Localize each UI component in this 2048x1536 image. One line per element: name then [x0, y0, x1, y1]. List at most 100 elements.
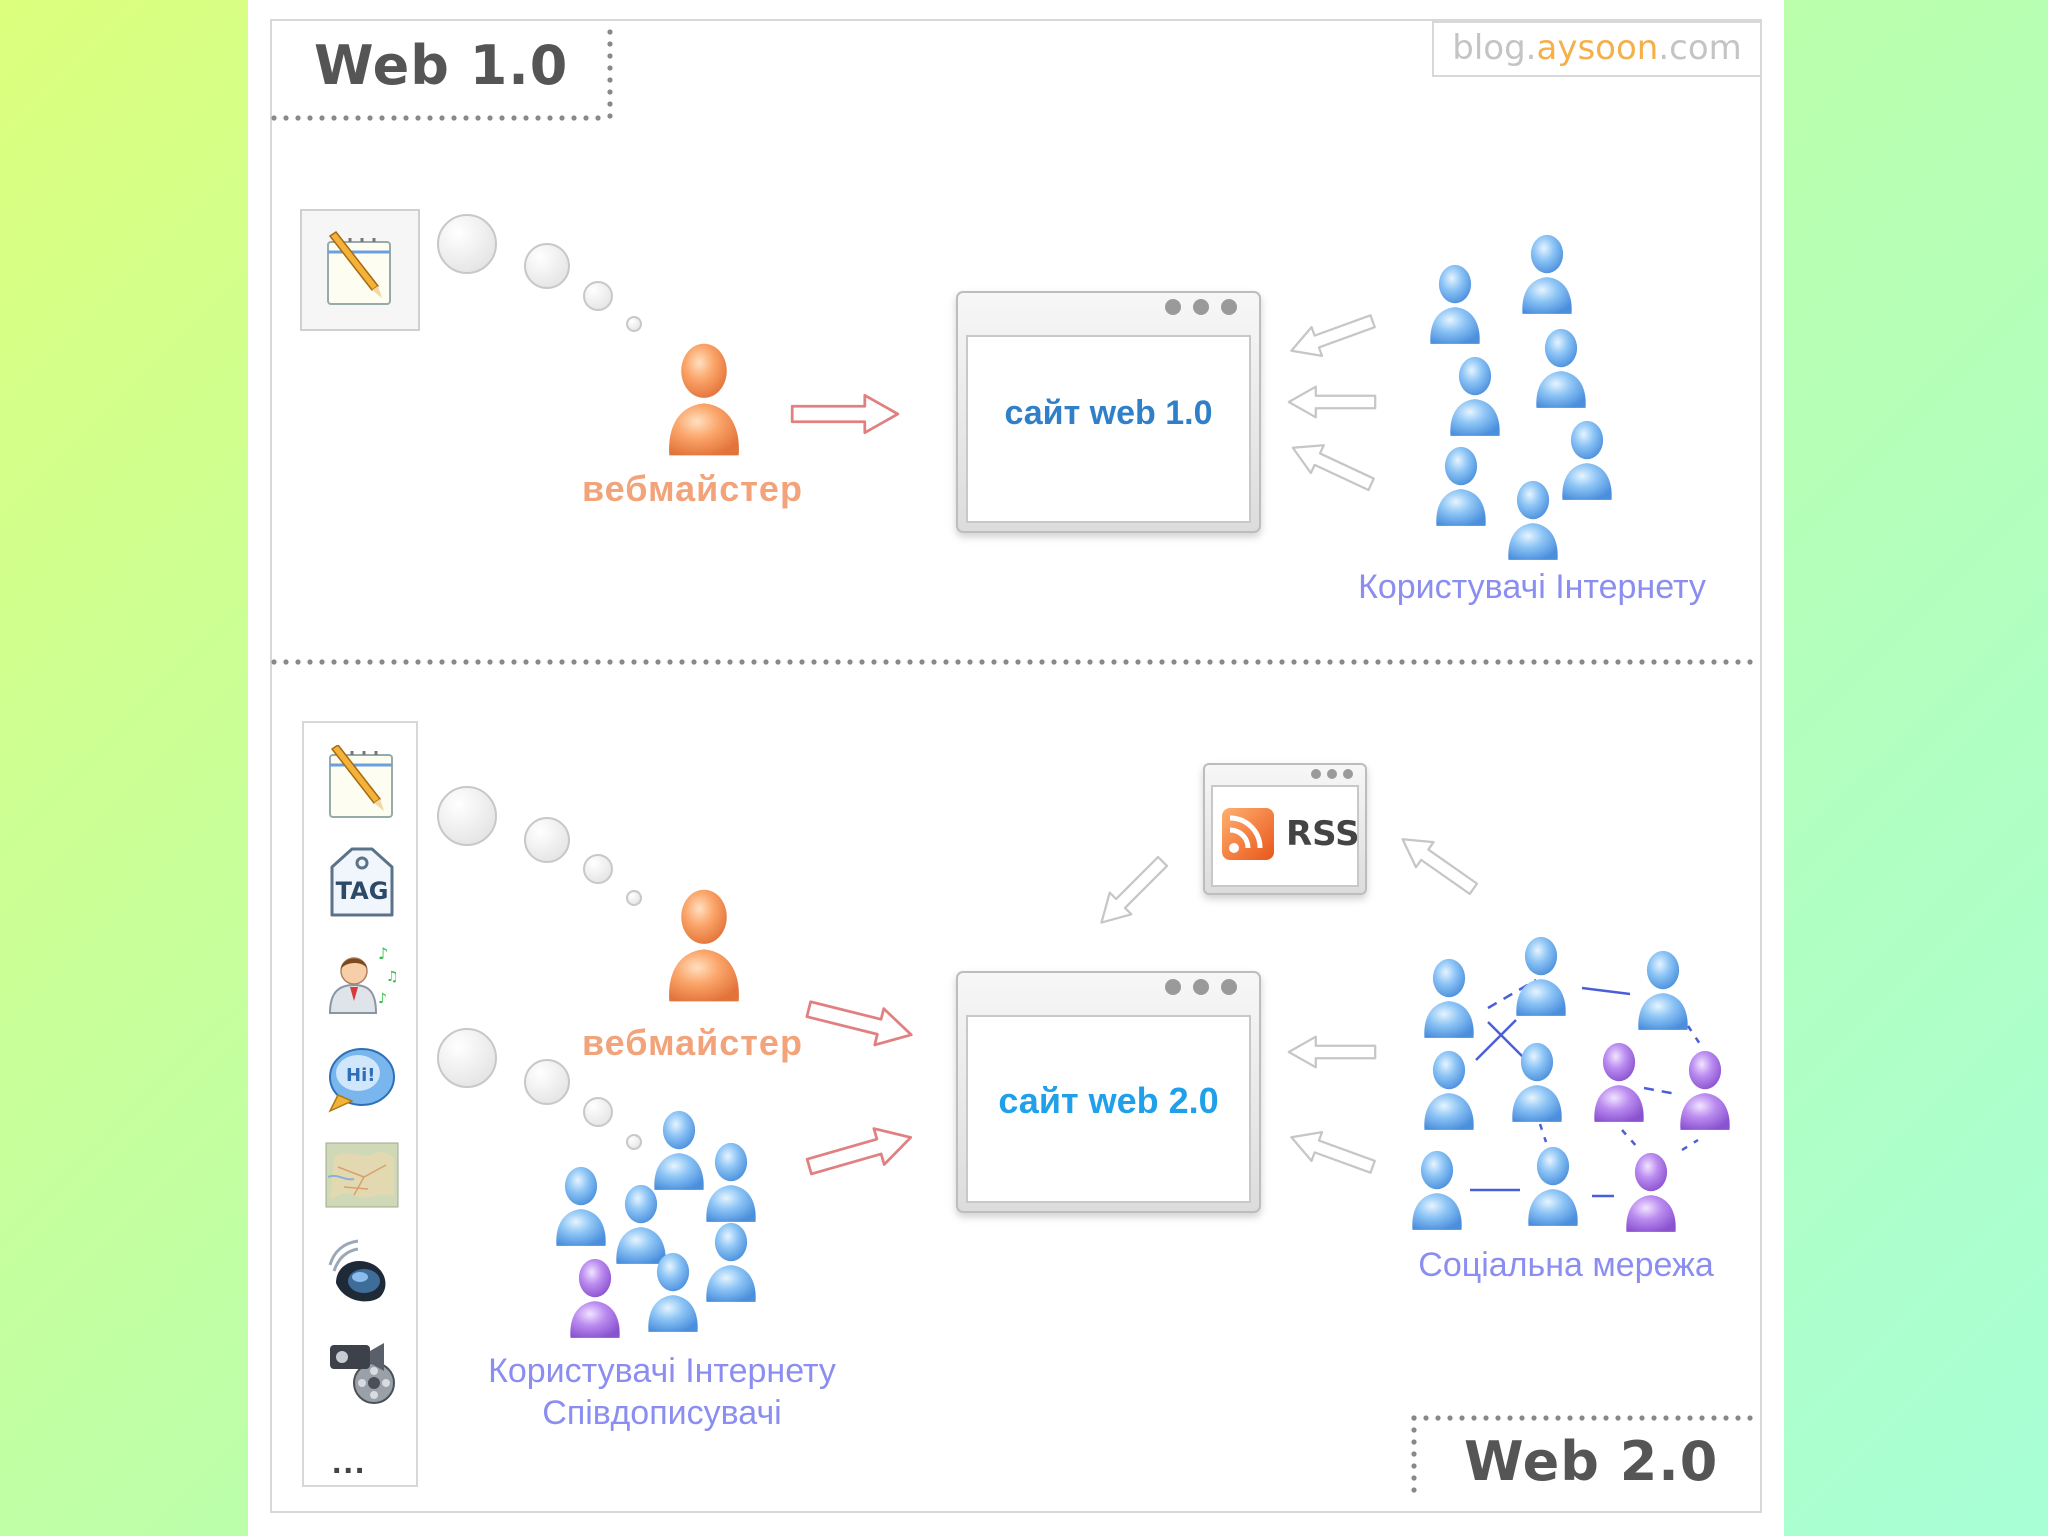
dot: [907, 659, 913, 665]
dot: [559, 115, 565, 121]
dot: [1147, 659, 1153, 665]
dot: [487, 115, 493, 121]
web2-social-label: Соціальна мережа: [1418, 1246, 1714, 1284]
dot: [475, 659, 481, 665]
dot: [679, 659, 685, 665]
dot: [1111, 659, 1117, 665]
dot: [727, 659, 733, 665]
chat-bubbles-icon: Hi!: [328, 1048, 395, 1113]
rss-window: [1203, 763, 1367, 895]
dot: [1411, 659, 1417, 665]
dot: [607, 65, 613, 71]
dot: [1699, 1415, 1705, 1421]
web2-coauthors-label-line2: Співдописувачі: [542, 1394, 782, 1432]
dot: [1531, 659, 1537, 665]
dot: [1291, 659, 1297, 665]
dot: [1375, 659, 1381, 665]
web1-user-arrows: [1285, 305, 1379, 500]
social-network-links: [1470, 978, 1702, 1198]
dot: [403, 115, 409, 121]
dot: [799, 659, 805, 665]
dot: [427, 659, 433, 665]
dot: [739, 659, 745, 665]
dot: [1519, 1415, 1525, 1421]
dot: [1543, 1415, 1549, 1421]
dot: [1495, 1415, 1501, 1421]
dot: [463, 115, 469, 121]
dot: [583, 659, 589, 665]
dot: [271, 659, 277, 665]
dot: [1543, 659, 1549, 665]
dot: [1447, 1415, 1453, 1421]
dot: [787, 659, 793, 665]
dot: [1279, 659, 1285, 665]
dot: [1051, 659, 1057, 665]
dot: [391, 659, 397, 665]
dot: [859, 659, 865, 665]
dot: [1411, 1415, 1417, 1421]
web1-title: Web 1.0: [314, 34, 569, 97]
dot: [775, 659, 781, 665]
dot: [607, 29, 613, 35]
svg-text:♪: ♪: [378, 991, 387, 1007]
web1-webmaster-arrow: [790, 393, 900, 435]
dot: [1555, 1415, 1561, 1421]
dot: [1711, 1415, 1717, 1421]
dot: [1459, 1415, 1465, 1421]
dot: [1579, 1415, 1585, 1421]
web2-webmaster-label: вебмайстер: [582, 1022, 803, 1063]
phone-headset-icon: [328, 1239, 386, 1302]
dot: [1459, 659, 1465, 665]
dot: [595, 659, 601, 665]
watermark: blog.aysoon.com: [1432, 21, 1762, 77]
map-icon: [325, 1142, 399, 1208]
dot: [355, 115, 361, 121]
dot: [475, 115, 481, 121]
svg-text:♫: ♫: [386, 969, 399, 985]
dot: [1723, 1415, 1729, 1421]
dot: [271, 115, 277, 121]
dot: [1411, 1463, 1417, 1469]
dot: [1639, 659, 1645, 665]
web1-webmaster-label: вебмайстер: [582, 468, 803, 509]
dot: [1303, 659, 1309, 665]
dot: [1255, 659, 1261, 665]
web2-tool-list: TAG ♪ ♫ ♪ Hi! ...: [302, 721, 418, 1487]
dot: [343, 115, 349, 121]
dot: [415, 659, 421, 665]
dot: [1003, 659, 1009, 665]
dot: [331, 115, 337, 121]
dot: [1099, 659, 1105, 665]
dot: [1603, 1415, 1609, 1421]
dot: [1399, 659, 1405, 665]
notepad-pencil-icon: [327, 230, 391, 305]
dot: [487, 659, 493, 665]
dot: [1411, 1475, 1417, 1481]
dot: [1723, 659, 1729, 665]
dot: [1615, 659, 1621, 665]
dot: [1495, 659, 1501, 665]
dot: [379, 659, 385, 665]
dot: [1627, 659, 1633, 665]
dot: [1411, 1439, 1417, 1445]
web1-users-cloud: [1430, 234, 1612, 560]
dot: [1591, 1415, 1597, 1421]
dot: [1039, 659, 1045, 665]
dot: [1243, 659, 1249, 665]
dot: [1231, 659, 1237, 665]
dot: [1639, 1415, 1645, 1421]
dot: [1699, 659, 1705, 665]
dot: [1423, 1415, 1429, 1421]
tag-icon: TAG: [324, 843, 400, 919]
dot: [1507, 659, 1513, 665]
dot: [595, 115, 601, 121]
dot: [1507, 1415, 1513, 1421]
dot: [319, 659, 325, 665]
dot: [571, 659, 577, 665]
dot: [1171, 659, 1177, 665]
tag-icon-label: TAG: [335, 877, 389, 905]
dot: [1387, 659, 1393, 665]
diagram-frame: [270, 19, 1762, 1513]
dot: [283, 115, 289, 121]
dot: [1435, 659, 1441, 665]
